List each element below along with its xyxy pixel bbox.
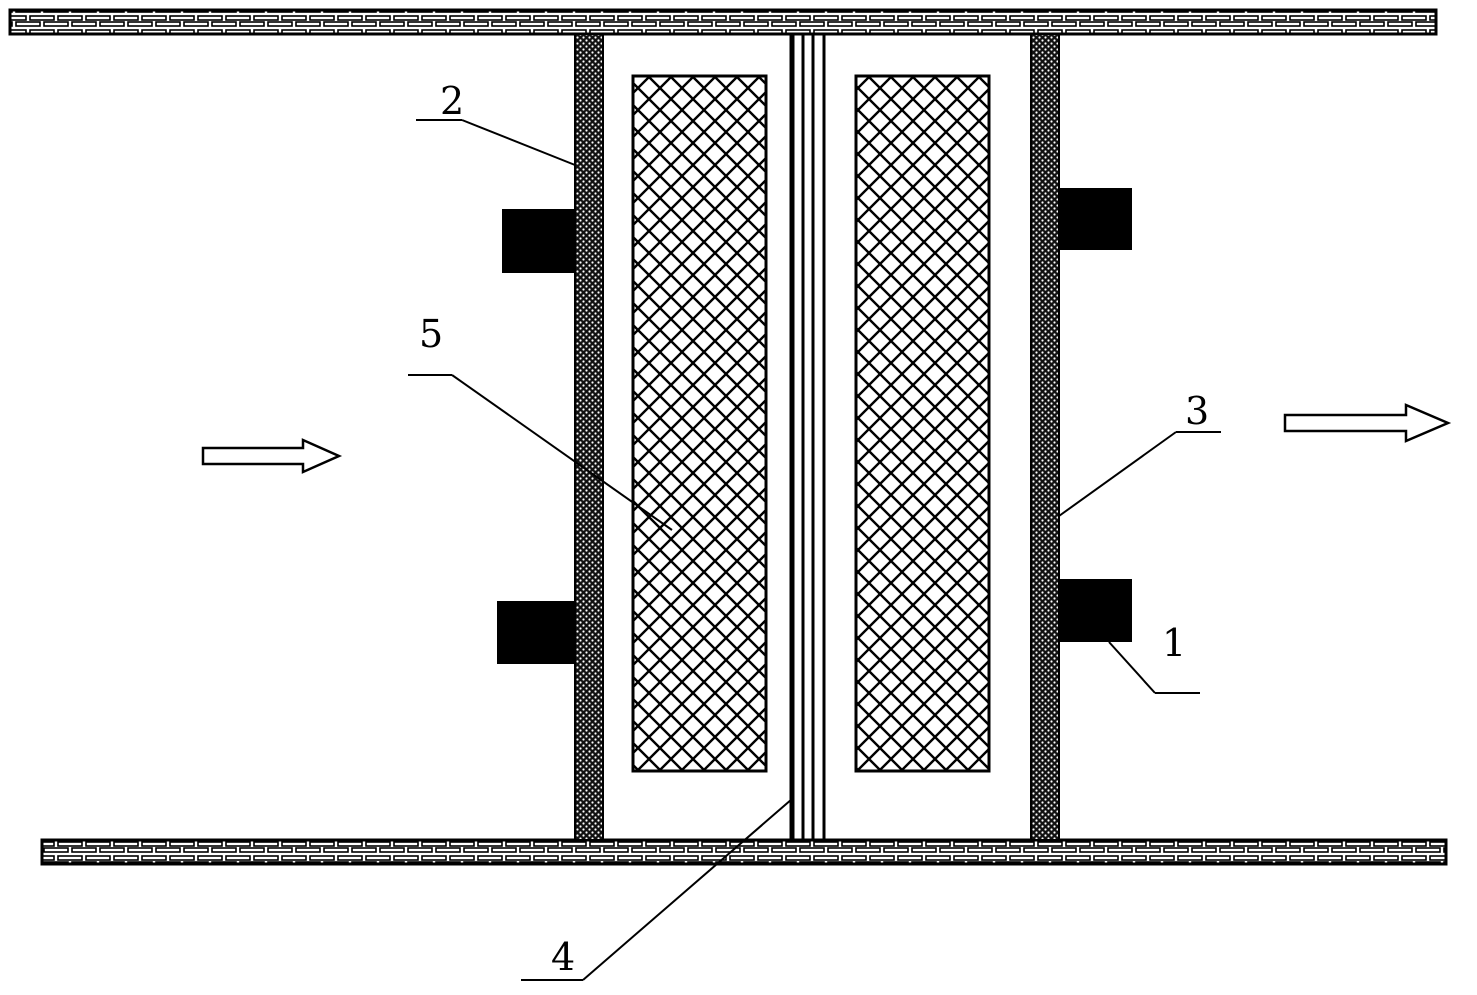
bottom-wall <box>40 838 1448 866</box>
left-mesh-block <box>631 74 768 773</box>
callout-1: 1 <box>1162 621 1186 665</box>
right-plate <box>1030 33 1060 841</box>
left-bottom-block <box>497 601 575 664</box>
callout-2: 2 <box>440 79 464 123</box>
callout-3: 3 <box>1185 389 1209 433</box>
leader-lines <box>408 119 1221 981</box>
callout-5: 5 <box>419 312 443 356</box>
top-wall <box>8 8 1438 36</box>
inlet-arrow-icon <box>201 438 343 474</box>
callout-4: 4 <box>551 935 575 979</box>
left-plate <box>574 33 604 841</box>
left-top-block <box>502 209 575 273</box>
right-mesh-block <box>854 74 991 773</box>
right-bottom-block <box>1059 579 1132 642</box>
center-divider <box>789 34 826 840</box>
right-top-block <box>1059 188 1132 250</box>
outlet-arrow-icon <box>1283 403 1452 443</box>
